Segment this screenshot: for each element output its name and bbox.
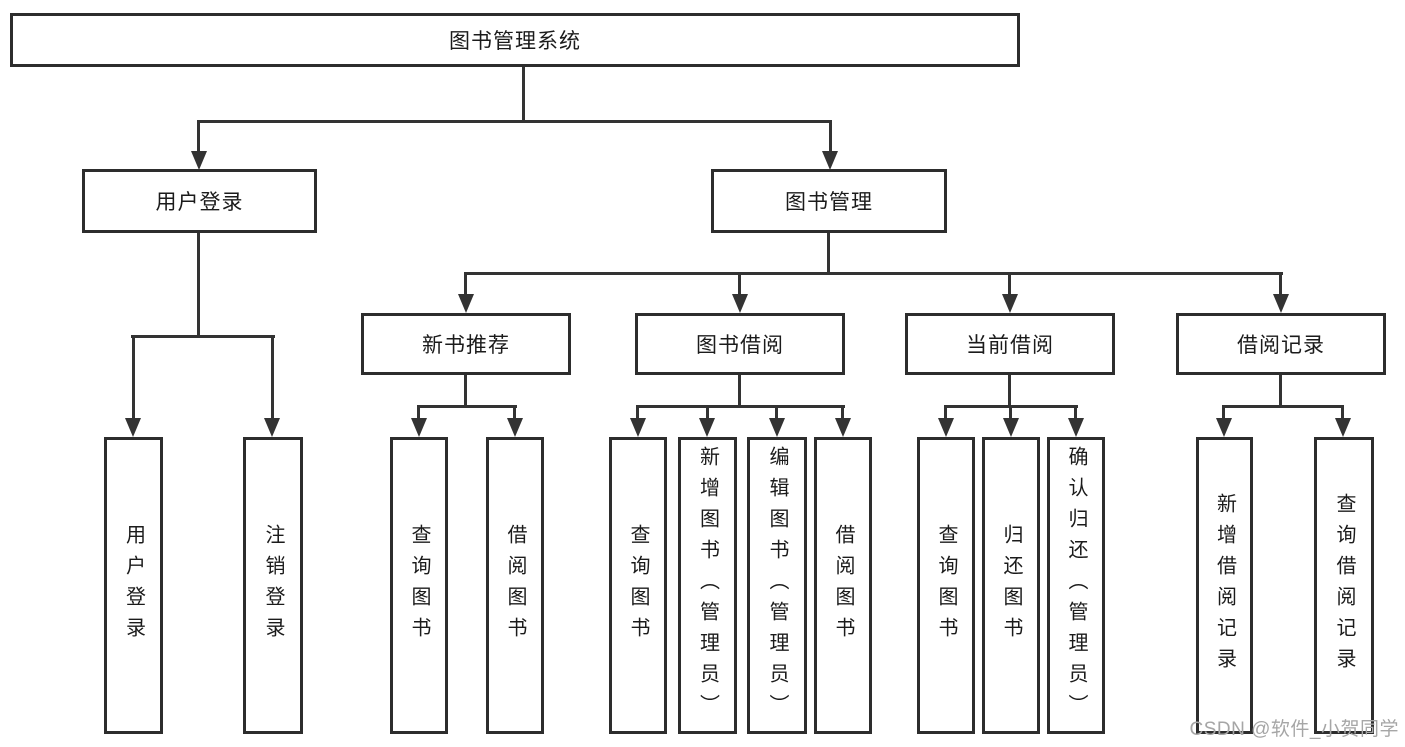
- connector-line: [775, 405, 778, 420]
- csdn-watermark: CSDN @软件_小贺同学: [1189, 719, 1399, 740]
- connector-line: [841, 405, 844, 420]
- connector-line: [197, 233, 200, 338]
- arrowhead-down-icon: [507, 418, 523, 437]
- connector-line: [197, 120, 832, 123]
- connector-line: [132, 335, 135, 421]
- connector-line: [1074, 405, 1077, 420]
- connector-line: [464, 375, 467, 408]
- arrowhead-down-icon: [1068, 418, 1084, 437]
- connector-line: [522, 67, 525, 120]
- arrowhead-down-icon: [732, 294, 748, 313]
- connector-line: [1341, 405, 1344, 420]
- connector-line: [1279, 375, 1282, 408]
- leaf-bb-query-books: 查询图书: [609, 437, 667, 734]
- connector-line: [829, 120, 832, 153]
- connector-line: [1222, 405, 1225, 420]
- connector-line: [417, 405, 420, 420]
- node-borrow-records: 借阅记录: [1176, 313, 1386, 375]
- connector-line: [197, 120, 200, 153]
- arrowhead-down-icon: [264, 418, 280, 437]
- connector-line: [706, 405, 709, 420]
- arrowhead-down-icon: [458, 294, 474, 313]
- arrowhead-down-icon: [125, 418, 141, 437]
- arrowhead-down-icon: [1273, 294, 1289, 313]
- leaf-br-add-borrow-record: 新增借阅记录: [1196, 437, 1253, 734]
- arrowhead-down-icon: [1003, 418, 1019, 437]
- leaf-logout-login: 注销登录: [243, 437, 303, 734]
- arrowhead-down-icon: [699, 418, 715, 437]
- leaf-bb-borrow-books: 借阅图书: [814, 437, 872, 734]
- connector-line: [464, 272, 467, 296]
- arrowhead-down-icon: [1002, 294, 1018, 313]
- arrowhead-down-icon: [822, 151, 838, 170]
- leaf-rec-query-books: 查询图书: [390, 437, 448, 734]
- connector-line: [417, 405, 517, 408]
- leaf-bb-add-books-admin: 新增图书（管理员）: [678, 437, 737, 734]
- connector-line: [464, 272, 1283, 275]
- leaf-cb-return-books: 归还图书: [982, 437, 1040, 734]
- connector-line: [738, 272, 741, 296]
- leaf-cb-confirm-return-admin: 确认归还（管理员）: [1047, 437, 1105, 734]
- node-current-borrow: 当前借阅: [905, 313, 1115, 375]
- leaf-br-query-borrow-record: 查询借阅记录: [1314, 437, 1374, 734]
- node-new-book-recommend: 新书推荐: [361, 313, 571, 375]
- connector-line: [636, 405, 639, 420]
- arrowhead-down-icon: [835, 418, 851, 437]
- connector-line: [636, 405, 845, 408]
- connector-line: [1008, 272, 1011, 296]
- leaf-bb-edit-books-admin: 编辑图书（管理员）: [747, 437, 807, 734]
- connector-line: [944, 405, 947, 420]
- connector-line: [738, 375, 741, 408]
- node-book-management: 图书管理: [711, 169, 947, 233]
- connector-line: [271, 335, 274, 421]
- node-book-borrow: 图书借阅: [635, 313, 845, 375]
- leaf-cb-query-books: 查询图书: [917, 437, 975, 734]
- connector-line: [131, 335, 275, 338]
- leaf-rec-borrow-books: 借阅图书: [486, 437, 544, 734]
- connector-line: [827, 233, 830, 275]
- arrowhead-down-icon: [769, 418, 785, 437]
- node-root: 图书管理系统: [10, 13, 1020, 67]
- arrowhead-down-icon: [1335, 418, 1351, 437]
- leaf-user-login: 用户登录: [104, 437, 163, 734]
- connector-line: [1009, 405, 1012, 420]
- arrowhead-down-icon: [938, 418, 954, 437]
- node-user-login: 用户登录: [82, 169, 317, 233]
- connector-line: [1008, 375, 1011, 408]
- arrowhead-down-icon: [191, 151, 207, 170]
- arrowhead-down-icon: [630, 418, 646, 437]
- connector-line: [513, 405, 516, 420]
- arrowhead-down-icon: [411, 418, 427, 437]
- connector-line: [1222, 405, 1344, 408]
- connector-line: [1279, 272, 1282, 296]
- arrowhead-down-icon: [1216, 418, 1232, 437]
